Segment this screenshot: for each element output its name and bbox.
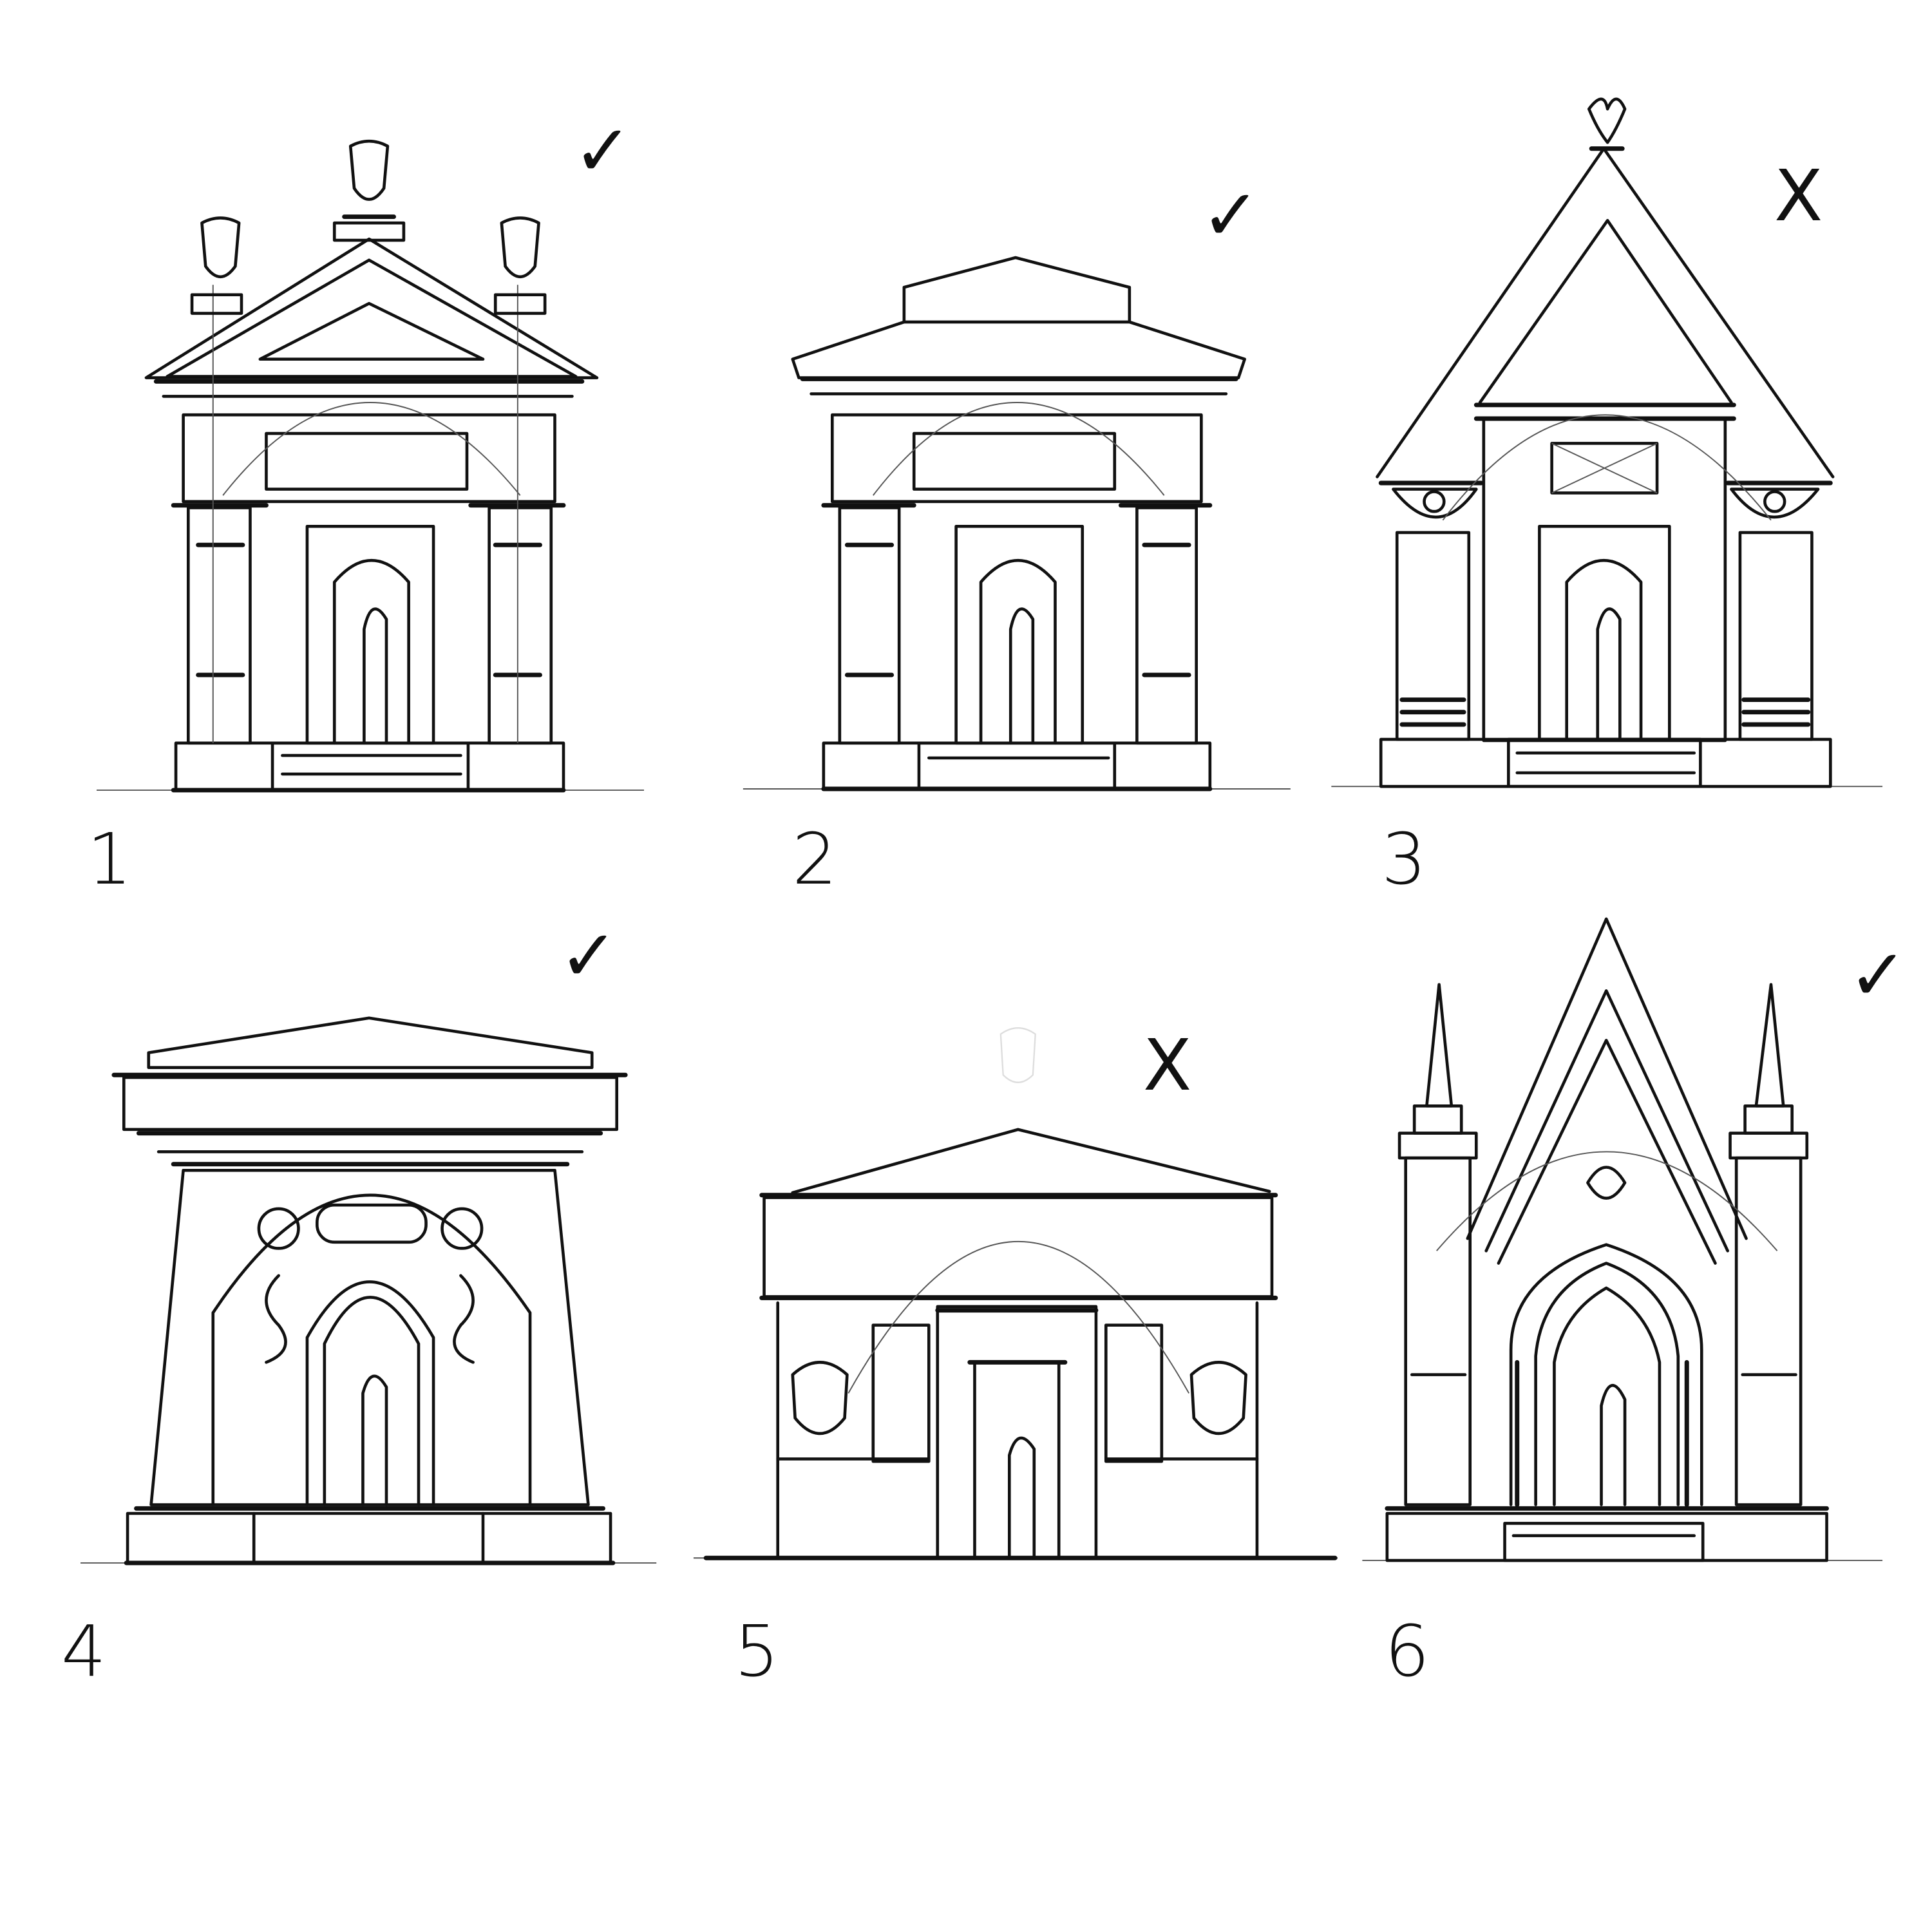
rejected-x-mark-5: X [1143,1024,1192,1106]
sketch-2-drawing [743,256,1291,791]
rejected-x-mark-3: X [1774,155,1823,237]
sketch-number-1: 1 [87,818,132,900]
sketch-number-2: 2 [792,818,837,900]
sketch-number-6: 6 [1385,1610,1430,1692]
approved-check-mark-1: ✓ [573,109,633,192]
approved-check-mark-4: ✓ [559,914,619,997]
sketch-4-drawing [80,1016,657,1566]
sketch-number-4: 4 [61,1610,106,1692]
sketch-number-5: 5 [734,1610,779,1692]
approved-check-mark-6: ✓ [1848,934,1908,1016]
sketch-1-drawing [97,139,644,793]
sketch-6-drawing [1362,917,1883,1562]
sketch-5-drawing [693,1027,1338,1560]
sketch-3-drawing [1331,97,1883,788]
approved-check-mark-2: ✓ [1201,174,1261,256]
sketch-number-3: 3 [1381,818,1426,900]
